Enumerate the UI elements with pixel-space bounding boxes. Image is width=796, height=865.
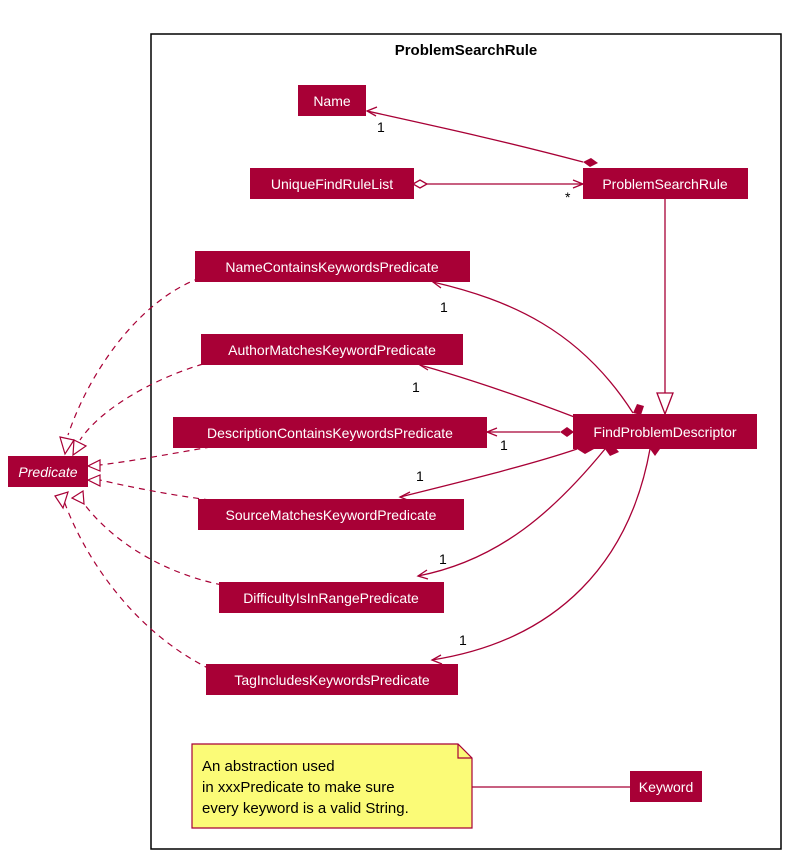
mult-author-matches: 1 (412, 379, 420, 395)
realization-difficulty-pred (77, 494, 223, 586)
realization-triangle-1 (59, 436, 75, 456)
interface-predicate[interactable]: Predicate (8, 456, 88, 487)
note-fold (457, 744, 472, 759)
package-frame: ProblemSearchRule (150, 33, 782, 850)
class-problem-search-rule[interactable]: ProblemSearchRule (583, 168, 748, 199)
realization-author-pred (79, 363, 204, 441)
mult-name: 1 (377, 119, 385, 135)
note: An abstraction used in xxxPredicate to m… (191, 743, 473, 829)
aggregation-diamond (411, 179, 429, 189)
mult-description-contains: 1 (500, 437, 508, 453)
relation-descriptor-tag-pred (431, 448, 651, 661)
mult-difficulty-range: 1 (439, 551, 447, 567)
class-keyword[interactable]: Keyword (630, 771, 702, 802)
relation-decorations (411, 158, 674, 456)
arrowhead-difficulty-pred (416, 569, 429, 580)
class-find-problem-descriptor-label: FindProblemDescriptor (593, 424, 736, 440)
class-keyword-label: Keyword (639, 779, 693, 795)
interface-predicate-label: Predicate (18, 464, 77, 480)
class-unique-find-rule-list-label: UniqueFindRuleList (271, 176, 393, 192)
class-find-problem-descriptor[interactable]: FindProblemDescriptor (573, 414, 757, 449)
mult-tag-includes: 1 (459, 632, 467, 648)
mult-source-matches: 1 (416, 468, 424, 484)
class-source-matches-keyword-predicate-label: SourceMatchesKeywordPredicate (226, 507, 437, 523)
arrowhead-tag-pred (430, 654, 443, 665)
realization-source-pred (99, 479, 211, 501)
realization-triangles (54, 436, 101, 510)
note-line-1: An abstraction used (202, 758, 335, 775)
class-name[interactable]: Name (298, 85, 366, 116)
arrowhead-name (365, 106, 378, 117)
relation-descriptor-difficulty-pred (417, 448, 606, 577)
realization-tag-pred (61, 494, 211, 670)
generalization-triangle (656, 392, 674, 416)
realization-triangle-5 (70, 489, 85, 506)
realization-triangle-6 (54, 491, 69, 510)
realization-triangle-2 (72, 439, 88, 457)
class-unique-find-rule-list[interactable]: UniqueFindRuleList (250, 168, 414, 199)
class-source-matches-keyword-predicate[interactable]: SourceMatchesKeywordPredicate (198, 499, 464, 530)
class-problem-search-rule-label: ProblemSearchRule (602, 176, 727, 192)
relation-rule-name (366, 110, 584, 163)
class-author-matches-keyword-predicate[interactable]: AuthorMatchesKeywordPredicate (201, 334, 463, 365)
note-box (191, 743, 473, 829)
realization-triangle-3 (86, 459, 101, 472)
relation-descriptor-name-pred (432, 281, 634, 414)
class-tag-includes-keywords-predicate[interactable]: TagIncludesKeywordsPredicate (206, 664, 458, 695)
class-name-contains-keywords-predicate[interactable]: NameContainsKeywordsPredicate (195, 251, 470, 282)
diamond-description-pred (560, 427, 574, 437)
class-description-contains-keywords-predicate[interactable]: DescriptionContainsKeywordsPredicate (173, 417, 487, 448)
mult-problem-search-rule: * (565, 189, 571, 205)
multiplicity-labels: 1 * 1 1 1 1 1 1 (377, 119, 571, 648)
package-title: ProblemSearchRule (395, 42, 538, 59)
class-name-label: Name (313, 93, 351, 109)
class-difficulty-is-in-range-predicate-label: DifficultyIsInRangePredicate (243, 590, 419, 606)
realization-name-pred (67, 277, 201, 436)
note-line-3: every keyword is a valid String. (202, 800, 409, 817)
diamond-rule-name (583, 158, 598, 167)
class-nodes: Name UniqueFindRuleList ProblemSearchRul… (8, 85, 757, 802)
relation-descriptor-author-pred (419, 364, 578, 419)
class-tag-includes-keywords-predicate-label: TagIncludesKeywordsPredicate (234, 672, 430, 688)
note-line-2: in xxxPredicate to make sure (202, 779, 395, 796)
realization-triangle-4 (86, 474, 101, 487)
relation-descriptor-source-pred (399, 448, 578, 498)
class-difficulty-is-in-range-predicate[interactable]: DifficultyIsInRangePredicate (219, 582, 444, 613)
class-description-contains-keywords-predicate-label: DescriptionContainsKeywordsPredicate (207, 425, 453, 441)
class-author-matches-keyword-predicate-label: AuthorMatchesKeywordPredicate (228, 342, 436, 358)
diamond-name-pred (633, 404, 644, 415)
mult-name-contains: 1 (440, 299, 448, 315)
class-name-contains-keywords-predicate-label: NameContainsKeywordsPredicate (225, 259, 438, 275)
